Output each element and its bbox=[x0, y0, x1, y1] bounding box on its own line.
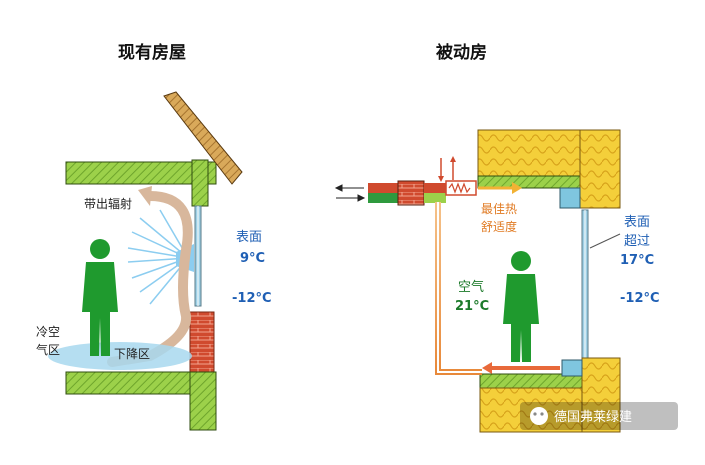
roof-beam bbox=[163, 91, 243, 185]
lower-wall-insulation bbox=[581, 357, 621, 433]
left-outside-temp: -12°C bbox=[232, 291, 272, 306]
brick-wall bbox=[189, 311, 215, 375]
right-panel: 被动房 bbox=[334, 42, 660, 433]
warm-supply-arrow bbox=[512, 182, 522, 194]
comfort-label-1: 最佳热 bbox=[481, 202, 517, 216]
right-title: 被动房 bbox=[436, 42, 487, 63]
right-surface-label-1: 表面 bbox=[624, 215, 650, 230]
radiation-label: 带出辐射 bbox=[84, 196, 132, 211]
lower-window-frame bbox=[561, 359, 583, 377]
outside-air-arrows bbox=[334, 184, 366, 202]
upper-wall bbox=[191, 159, 209, 207]
heat-exchanger bbox=[397, 180, 425, 206]
surface-pointer-line bbox=[589, 233, 621, 249]
extract-duct bbox=[424, 183, 446, 193]
foundation-wall bbox=[189, 371, 217, 431]
exhaust-duct bbox=[368, 183, 398, 193]
heater-coil-zigzag bbox=[448, 182, 471, 194]
left-surface-label: 表面 bbox=[236, 230, 262, 245]
watermark: 德国弗莱绿建 bbox=[520, 402, 678, 430]
supply-duct bbox=[424, 193, 446, 203]
ceiling-slab bbox=[65, 161, 217, 185]
warm-duct-inner bbox=[437, 202, 482, 373]
air-label: 空气 bbox=[458, 279, 484, 295]
watermark-bg bbox=[520, 402, 678, 430]
wechat-icon bbox=[530, 407, 548, 425]
person-left bbox=[82, 239, 118, 356]
right-surface-label-2: 超过 bbox=[624, 234, 650, 249]
ventilation-unit bbox=[368, 180, 477, 206]
upper-wall-insulation bbox=[579, 129, 621, 209]
air-temp: 21°C bbox=[455, 299, 489, 314]
person-right bbox=[503, 251, 539, 362]
cold-zone-label-2: 气区 bbox=[36, 342, 60, 357]
heater-coil bbox=[445, 180, 477, 196]
left-title: 现有房屋 bbox=[118, 42, 186, 63]
right-outside-temp: -12°C bbox=[620, 291, 660, 306]
upper-window-frame bbox=[559, 187, 581, 209]
fresh-air-duct bbox=[368, 193, 398, 203]
cold-zone-label-1: 冷空 bbox=[36, 325, 60, 339]
ceiling-slab-right bbox=[477, 175, 589, 189]
comfort-label-2: 舒适度 bbox=[481, 219, 517, 234]
radiation-flow-arrow bbox=[107, 191, 193, 367]
downdraft-label: 下降区 bbox=[114, 347, 150, 361]
cold-air-zone bbox=[48, 342, 192, 370]
right-surface-temp: 17°C bbox=[620, 253, 654, 268]
watermark-text: 德国弗莱绿建 bbox=[554, 410, 632, 425]
radiation-arrow-head bbox=[138, 186, 152, 206]
left-panel: 现有房屋 bbox=[36, 42, 272, 431]
hot-water-pipes bbox=[438, 156, 456, 182]
floor-warm-arrow bbox=[482, 362, 492, 374]
left-surface-temp: 9°C bbox=[240, 251, 265, 266]
